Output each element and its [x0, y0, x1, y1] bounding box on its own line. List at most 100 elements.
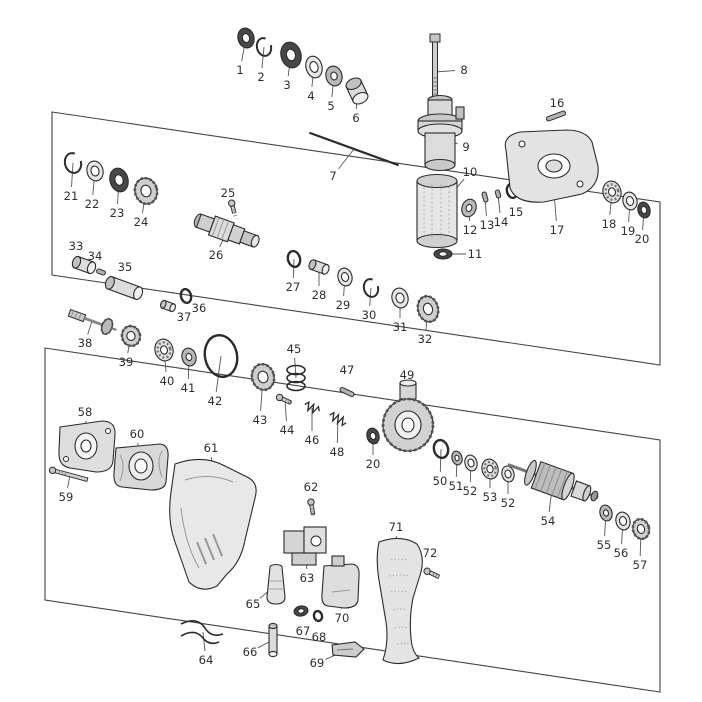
part-1-number-label: 1: [236, 63, 243, 77]
part-59-drawing: [48, 466, 89, 482]
part-56-number-label: 56: [614, 546, 629, 560]
part-57-number-label: 57: [633, 558, 648, 572]
part-60-number-label: 60: [130, 427, 145, 441]
part-27-number-label: 27: [286, 280, 301, 294]
part-11-number-label: 11: [468, 247, 483, 261]
part-32-number-label: 32: [418, 332, 433, 346]
part-25-drawing: [228, 199, 237, 217]
part-35-number-label: 35: [118, 260, 133, 274]
part-59-number-label: 59: [59, 490, 74, 504]
part-55-drawing: [599, 504, 613, 522]
part-26-number-label: 26: [209, 248, 224, 262]
leader-line-50: [439, 448, 442, 473]
part-36-drawing: [179, 287, 193, 305]
part-63-drawing: [283, 526, 327, 566]
leader-line-2: [261, 46, 265, 69]
part-22-number-label: 22: [85, 197, 100, 211]
part-40-number-label: 40: [160, 374, 175, 388]
part-33-number-label: 33: [69, 239, 84, 253]
part-44-number-label: 44: [280, 423, 295, 437]
part-44-drawing: [275, 393, 293, 405]
part-22-drawing: [86, 160, 104, 182]
part-13-number-label: 13: [480, 218, 495, 232]
part-19-drawing: [622, 191, 638, 211]
leader-line-21: [71, 162, 74, 188]
part-5-number-label: 5: [327, 99, 334, 113]
part-43-drawing: [250, 362, 276, 392]
part-50-number-label: 50: [433, 474, 448, 488]
part-23-number-label: 23: [110, 206, 125, 220]
part-3-number-label: 3: [283, 78, 290, 92]
part-53-drawing: [481, 458, 499, 480]
part-26-drawing: [193, 213, 260, 248]
part-48-drawing: [329, 411, 347, 427]
part-55-number-label: 55: [597, 538, 612, 552]
part-69-number-label: 69: [310, 656, 325, 670]
part-25-number-label: 25: [221, 186, 236, 200]
part-49-drawing: [381, 379, 435, 453]
part-32-drawing: [416, 294, 440, 324]
part-31-number-label: 31: [393, 320, 408, 334]
part-14-number-label: 14: [494, 215, 509, 229]
leader-line-64: [202, 631, 206, 652]
part-66-number-label: 66: [243, 645, 258, 659]
part-13-drawing: [481, 191, 489, 203]
part-66-drawing: [268, 622, 278, 658]
part-48-number-label: 48: [330, 445, 345, 459]
part-16-number-label: 16: [550, 96, 565, 110]
part-47-number-label: 47: [340, 363, 355, 377]
part-10-drawing: [416, 173, 458, 249]
part-62-drawing: [307, 498, 316, 516]
part-45-number-label: 45: [287, 342, 302, 356]
part-1-drawing: [237, 27, 255, 49]
part-23-drawing: [109, 167, 129, 193]
part-36-number-label: 36: [192, 301, 207, 315]
part-54-drawing: [507, 459, 599, 502]
part-65-drawing: [266, 563, 286, 605]
upper-frame: [51, 111, 661, 366]
part-4-number-label: 4: [307, 89, 314, 103]
part-16-drawing: [545, 110, 567, 122]
part-8-drawing: [429, 33, 441, 103]
part-42-number-label: 42: [208, 394, 223, 408]
part-40-drawing: [154, 338, 174, 362]
part-52b-drawing: [501, 465, 515, 483]
part-19-number-label: 19: [621, 224, 636, 238]
leader-line-27: [292, 258, 295, 279]
part-41-number-label: 41: [181, 381, 196, 395]
part-63-number-label: 63: [300, 571, 315, 585]
part-34-number-label: 34: [88, 249, 103, 263]
part-70-drawing: [321, 555, 360, 609]
part-43-number-label: 43: [253, 413, 268, 427]
part-64-number-label: 64: [199, 653, 214, 667]
leader-line-38: [87, 320, 93, 335]
leader-line-7: [338, 148, 355, 170]
part-65-number-label: 65: [246, 597, 261, 611]
part-6-number-label: 6: [352, 111, 359, 125]
part-51-drawing: [451, 450, 463, 466]
part-53-number-label: 53: [483, 490, 498, 504]
part-57-drawing: [631, 517, 651, 541]
part-20b-number-label: 20: [366, 457, 381, 471]
part-52-number-label: 52: [463, 484, 478, 498]
part-7-drawing: [308, 131, 400, 167]
part-28-drawing: [308, 259, 330, 275]
part-29-drawing: [337, 267, 353, 287]
part-24-drawing: [133, 176, 159, 206]
part-9-number-label: 9: [462, 140, 469, 154]
part-45-drawing: [286, 364, 306, 392]
part-39-drawing: [120, 324, 142, 348]
part-71-drawing: [376, 537, 423, 665]
part-46-number-label: 46: [305, 433, 320, 447]
part-18-drawing: [602, 180, 622, 204]
part-61-number-label: 61: [204, 441, 219, 455]
part-35-drawing: [104, 276, 144, 300]
leader-line-44: [284, 399, 287, 422]
part-17-drawing: [504, 129, 599, 203]
part-72-number-label: 72: [423, 546, 438, 560]
part-38-drawing: [67, 308, 117, 336]
part-5-drawing: [325, 65, 343, 87]
part-67-drawing: [293, 605, 309, 617]
